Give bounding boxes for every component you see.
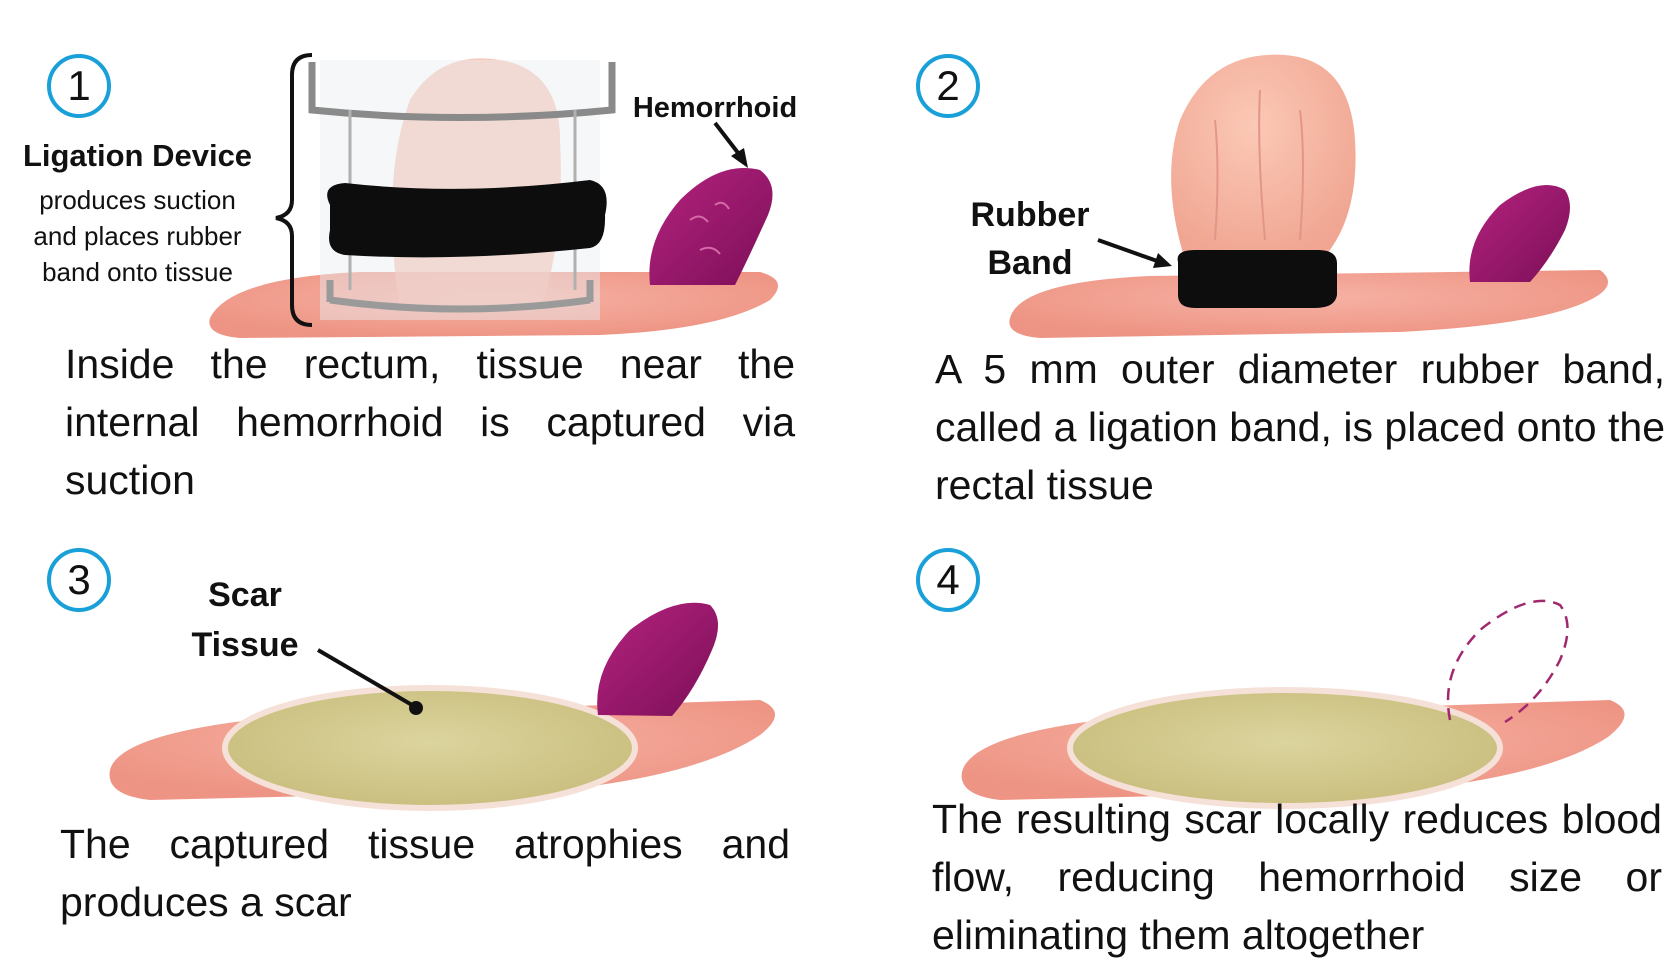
hemorrhoid-label: Hemorrhoid — [600, 92, 830, 125]
step-number-1: 1 — [47, 54, 111, 118]
device-desc-line-3: band onto tissue — [10, 254, 265, 290]
step-number-4: 4 — [916, 548, 980, 612]
panel-4-illustration — [962, 601, 1625, 806]
step-4-caption: The resulting scar locally reduces blood… — [932, 790, 1662, 964]
scar-tissue-label-line-2: Tissue — [170, 626, 320, 665]
step-3-caption: The captured tissue atrophies and produc… — [60, 815, 790, 931]
step-number-3: 3 — [47, 548, 111, 612]
hemorrhoid — [1469, 185, 1570, 282]
rubber-band — [1178, 250, 1337, 308]
rubber-band-label-line-2: Band — [940, 244, 1120, 283]
step-2-caption: A 5 mm outer diameter rubber band, calle… — [935, 340, 1665, 514]
rubber-band-on-device — [327, 180, 607, 257]
hemorrhoid — [597, 603, 718, 716]
device-desc-line-2: and places rubber — [10, 218, 265, 254]
scar-tissue-label-line-1: Scar — [170, 576, 320, 615]
scar-tissue — [1070, 690, 1500, 806]
step-1-caption: Inside the rectum, tissue near the inter… — [65, 335, 795, 509]
ligation-device-label: Ligation Device — [10, 138, 265, 174]
scar-tissue — [225, 688, 635, 808]
ligation-device-description: produces suction and places rubber band … — [10, 182, 265, 290]
hemorrhoid — [649, 168, 772, 285]
step-number-2: 2 — [916, 54, 980, 118]
rubber-band-label-line-1: Rubber — [940, 196, 1120, 235]
device-desc-line-1: produces suction — [10, 182, 265, 218]
